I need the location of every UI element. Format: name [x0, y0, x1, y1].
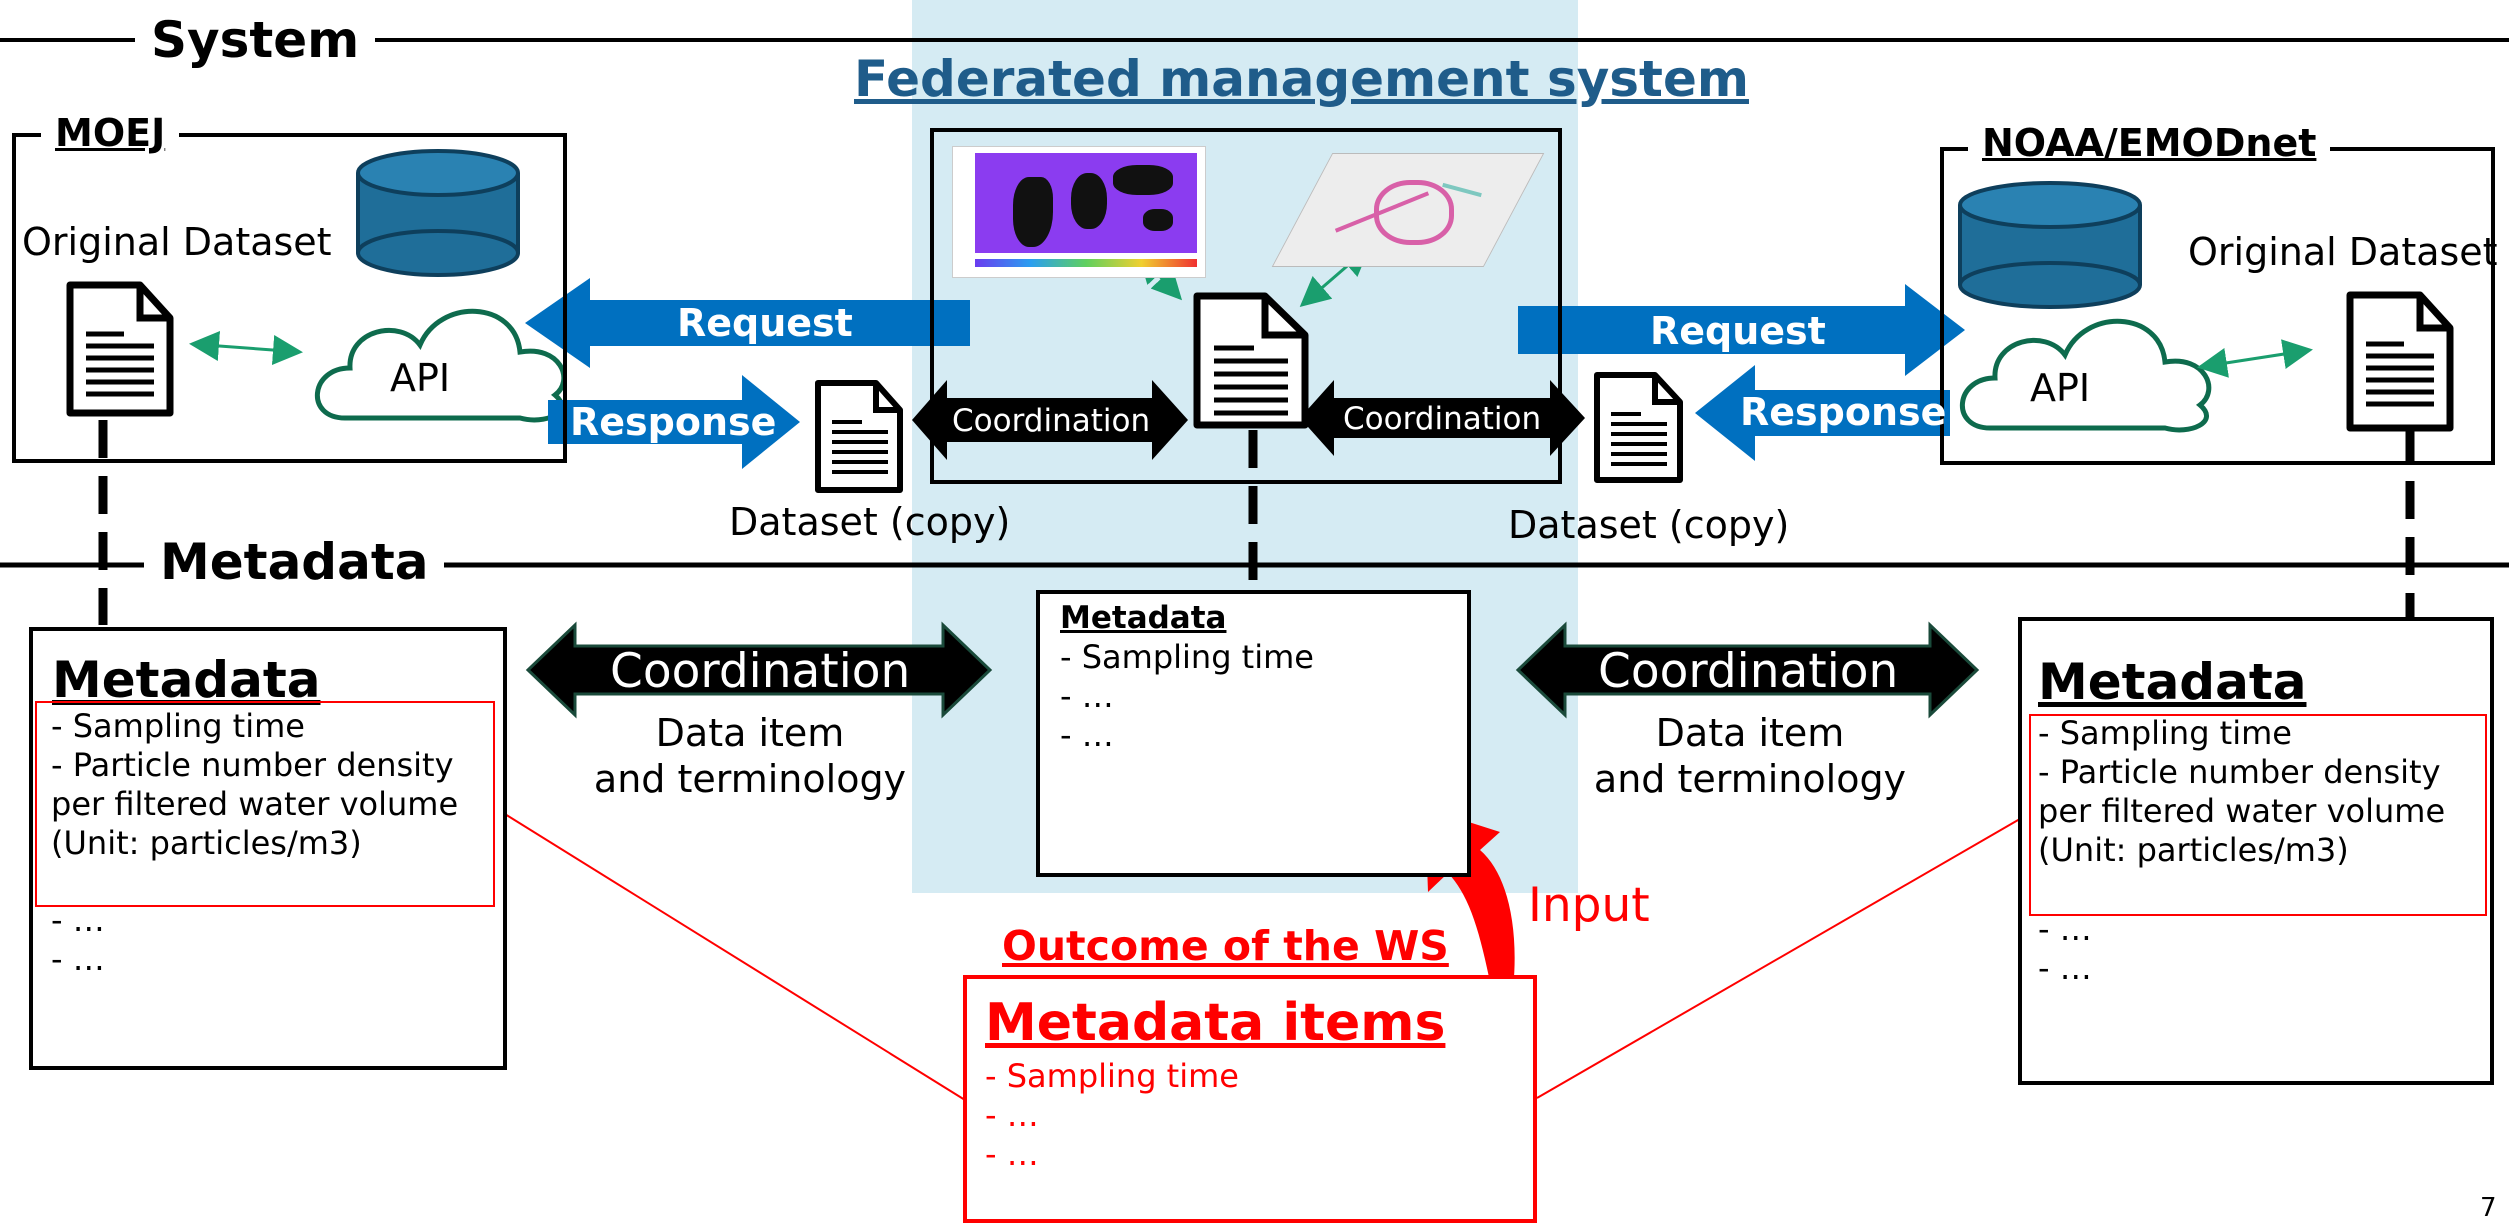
system-section-title: System [135, 13, 376, 67]
right-copy-dataset-icon [1594, 372, 1683, 483]
left-metadata-title: Metadata [52, 651, 321, 709]
right-small-coordination-arrow [1300, 380, 1585, 456]
right-request-label: Request [1650, 309, 1826, 353]
center-metadata-box: Metadata - Sampling time - … - … [1036, 590, 1471, 877]
sampling-track-map-image [1262, 148, 1552, 273]
right-copy-label: Dataset (copy) [1508, 503, 1790, 547]
right-small-coordination-label: Coordination [1343, 401, 1542, 437]
left-request-arrow [525, 278, 970, 368]
right-item-line2: and terminology [1593, 757, 1907, 801]
outcome-title: Metadata items [985, 993, 1446, 1053]
outcome-label: Outcome of the WS [1002, 922, 1449, 970]
right-metadata-boxed-lines: - Sampling time - Particle number densit… [2038, 714, 2446, 869]
noaa-header: NOAA/EMODnet [1968, 122, 2331, 164]
left-small-coordination-arrow [912, 380, 1188, 460]
right-metadata-highlight [2029, 714, 2487, 916]
right-item-line1: Data item [1655, 711, 1845, 755]
left-small-coordination-label: Coordination [952, 403, 1151, 439]
left-database-icon [356, 149, 520, 277]
right-request-arrow [1518, 284, 1965, 376]
right-callout-line [1536, 815, 2026, 1099]
center-metadata-title: Metadata [1060, 600, 1227, 636]
moej-header: MOEJ [41, 112, 180, 154]
center-document-icon [1193, 292, 1309, 429]
left-item-line1: Data item [655, 711, 845, 755]
left-request-label: Request [677, 301, 853, 345]
right-api-dataset-link [2197, 339, 2313, 378]
left-metadata-more-lines: - … - … [51, 901, 105, 978]
outcome-metadata-items-box: Metadata items - Sampling time - … - … [963, 975, 1537, 1223]
left-item-line2: and terminology [593, 757, 907, 801]
left-response-label: Response [570, 400, 777, 444]
federated-title: Federated management system [854, 50, 1749, 108]
noaa-system-box [1940, 147, 2495, 465]
right-metadata-box: Metadata - Sampling time - Particle numb… [2018, 617, 2494, 1085]
left-api-label: API [390, 356, 451, 400]
left-response-arrow [548, 375, 800, 469]
left-callout-line [491, 805, 966, 1101]
left-original-dataset-label: Original Dataset [22, 220, 332, 264]
left-copy-dataset-icon [815, 380, 903, 493]
right-api-label: API [2030, 366, 2091, 410]
right-item-terminology-caption: Data item and terminology [1585, 710, 1915, 802]
right-response-arrow [1695, 365, 1950, 461]
left-big-coordination-arrow [525, 621, 993, 719]
left-cloud-icon [315, 308, 567, 423]
global-density-map-image [952, 146, 1206, 278]
outcome-lines: - Sampling time - … - … [985, 1057, 1239, 1173]
metadata-section-title: Metadata [144, 535, 445, 589]
right-cloud-icon [1960, 318, 2212, 433]
right-original-dataset-label: Original Dataset [2188, 230, 2498, 274]
left-metadata-box: Metadata - Sampling time - Particle numb… [29, 627, 507, 1070]
center-metadata-lines: - Sampling time - … - … [1060, 638, 1314, 754]
right-response-label: Response [1740, 390, 1947, 434]
federated-system-box [930, 128, 1562, 484]
left-big-coordination-label: Coordination [610, 644, 911, 699]
right-big-coordination-label: Coordination [1598, 644, 1899, 699]
left-metadata-highlight [35, 701, 495, 907]
moej-system-box [12, 133, 567, 463]
left-dataset-api-link [189, 331, 303, 365]
right-original-dataset-icon [2346, 291, 2454, 432]
right-big-coordination-arrow [1515, 621, 1980, 719]
page-number: 7 [2480, 1193, 2497, 1223]
right-metadata-title: Metadata [2038, 653, 2307, 711]
left-copy-label: Dataset (copy) [729, 500, 1011, 544]
input-label: Input [1528, 878, 1650, 933]
left-metadata-boxed-lines: - Sampling time - Particle number densit… [51, 707, 459, 862]
right-metadata-more-lines: - … - … [2038, 910, 2092, 987]
right-database-icon [1958, 181, 2142, 309]
left-original-dataset-icon [66, 281, 174, 417]
left-item-terminology-caption: Data item and terminology [590, 710, 910, 802]
